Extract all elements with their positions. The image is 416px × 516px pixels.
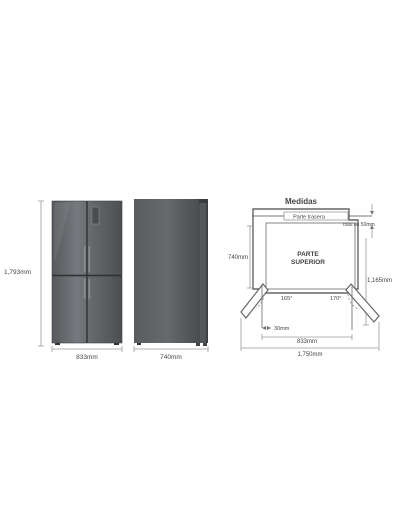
front-height-dimension — [38, 200, 44, 347]
top-label-line1: PARTE — [297, 251, 319, 258]
open-depth-label: 1,165mm — [367, 278, 392, 284]
side-depth-dimension — [133, 346, 209, 352]
side-depth-label: 740mm — [160, 354, 182, 361]
side-view: 740mm — [133, 199, 209, 361]
front-height-label: 1,793mm — [4, 269, 31, 276]
left-angle-label: 165° — [281, 296, 292, 302]
clearance-label: más de 50mm — [343, 222, 375, 228]
top-width-label: 833mm — [297, 339, 317, 345]
right-angle-label: 170° — [330, 296, 341, 302]
side-gap-dimension — [262, 326, 271, 330]
front-view: 1,793mm — [4, 200, 123, 361]
side-gap-label: 30mm — [274, 326, 290, 332]
fridge-side — [134, 199, 208, 346]
top-depth-label: 740mm — [228, 255, 248, 261]
front-width-dimension — [51, 346, 123, 352]
top-width-dimension — [261, 334, 353, 340]
open-width-label: 1,750mm — [297, 352, 322, 358]
top-surface-outline — [265, 222, 356, 290]
right-open-door — [345, 283, 380, 330]
top-depth-dimension — [247, 225, 253, 289]
rear-band — [283, 211, 349, 221]
top-label-line2: SUPERIOR — [291, 259, 325, 266]
top-view-title: Medidas — [285, 197, 318, 206]
front-width-label: 833mm — [76, 354, 98, 361]
rear-label: Parte trasera — [293, 215, 326, 221]
top-view: Medidas Parte trasera PARTE SUPERIOR más… — [228, 197, 392, 358]
clearance-dimension — [370, 204, 374, 238]
open-width-dimension — [240, 318, 380, 351]
fridge-front — [51, 200, 123, 345]
left-open-door — [240, 283, 269, 328]
